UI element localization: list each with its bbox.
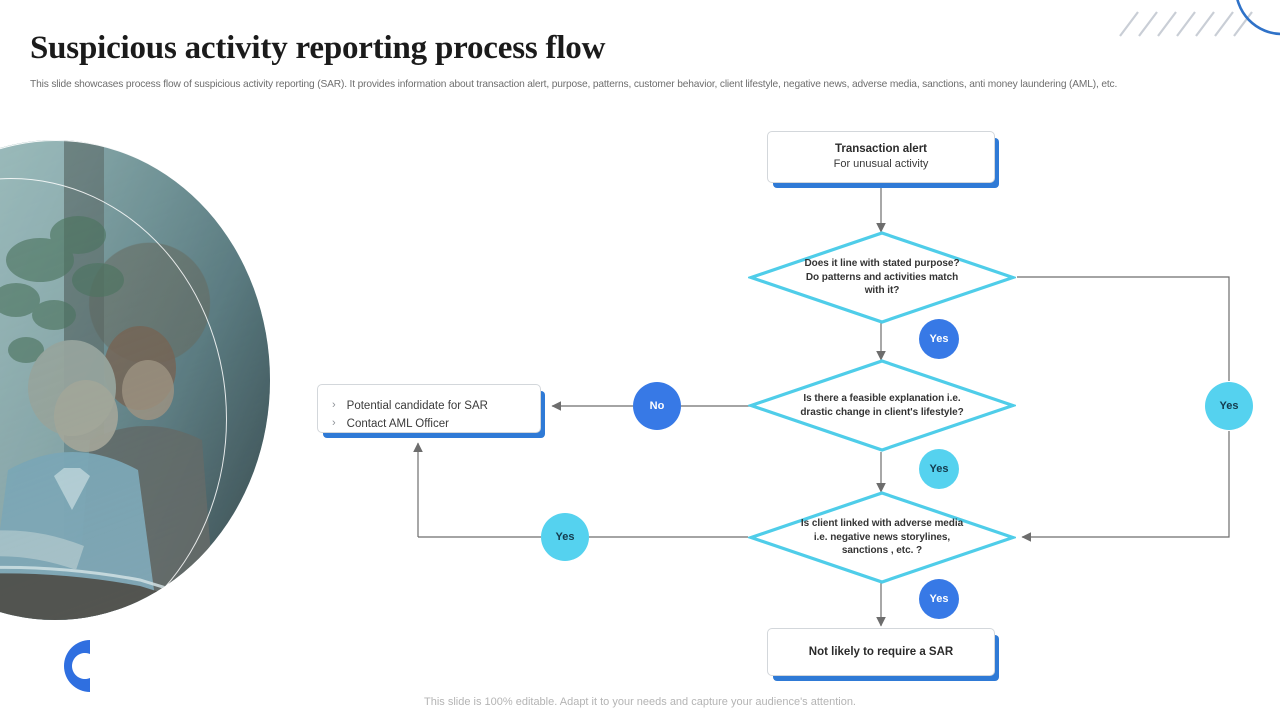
badge-yes-decision2-down-label: Yes (929, 463, 949, 475)
diamond-shape-1 (748, 231, 1016, 324)
sar-item-0-label: Potential candidate for SAR (346, 400, 488, 412)
badge-yes-decision2-down[interactable]: Yes (919, 449, 959, 489)
chevron-right-icon: › (332, 399, 336, 411)
diamond-shape-3 (748, 491, 1016, 584)
diamond-shape-2 (748, 359, 1016, 452)
badge-yes-decision3-left[interactable]: Yes (541, 513, 589, 561)
badge-yes-decision1-down[interactable]: Yes (919, 319, 959, 359)
node-transaction-alert[interactable]: Transaction alert For unusual activity (767, 131, 995, 183)
decision-adverse-media-label: Is client linked with adverse media i.e.… (800, 518, 964, 557)
decision-stated-purpose[interactable]: Does it line with stated purpose? Do pat… (748, 230, 1016, 325)
badge-yes-decision1-right-label: Yes (1219, 400, 1239, 412)
blue-quarter-arc-icon (1236, 0, 1280, 36)
diagonal-hatch-lines-icon (1119, 11, 1253, 37)
sar-list-item: › Contact AML Officer (332, 415, 524, 433)
node-not-likely-sar-label: Not likely to require a SAR (808, 645, 954, 658)
page-subtitle: This slide showcases process flow of sus… (30, 79, 1118, 90)
decision-adverse-media[interactable]: Is client linked with adverse media i.e.… (748, 490, 1016, 585)
badge-no-decision2-label: No (649, 400, 665, 412)
decision-stated-purpose-label: Does it line with stated purpose? Do pat… (804, 258, 960, 297)
decision-feasible-explanation-label: Is there a feasible explanation i.e. dra… (800, 393, 964, 418)
sar-item-1-label: Contact AML Officer (346, 418, 449, 430)
footer-note: This slide is 100% editable. Adapt it to… (424, 696, 856, 708)
node-sar-actions[interactable]: › Potential candidate for SAR › Contact … (317, 384, 541, 433)
blue-c-ring-shape-icon (64, 640, 90, 692)
chevron-right-icon: › (332, 417, 336, 429)
badge-yes-decision1-right[interactable]: Yes (1205, 382, 1253, 430)
decision-feasible-explanation[interactable]: Is there a feasible explanation i.e. dra… (748, 358, 1016, 453)
badge-yes-decision3-down-label: Yes (929, 593, 949, 605)
badge-yes-decision3-left-label: Yes (555, 531, 575, 543)
badge-yes-decision1-down-label: Yes (929, 333, 949, 345)
sar-list-item: › Potential candidate for SAR (332, 397, 524, 415)
page-title: Suspicious activity reporting process fl… (30, 30, 606, 66)
node-not-likely-sar[interactable]: Not likely to require a SAR (767, 628, 995, 676)
badge-yes-decision3-down[interactable]: Yes (919, 579, 959, 619)
node-transaction-alert-line1: Transaction alert (834, 143, 928, 155)
badge-no-decision2[interactable]: No (633, 382, 681, 430)
team-meeting-photo (0, 140, 270, 620)
node-transaction-alert-line2: For unusual activity (833, 158, 929, 170)
